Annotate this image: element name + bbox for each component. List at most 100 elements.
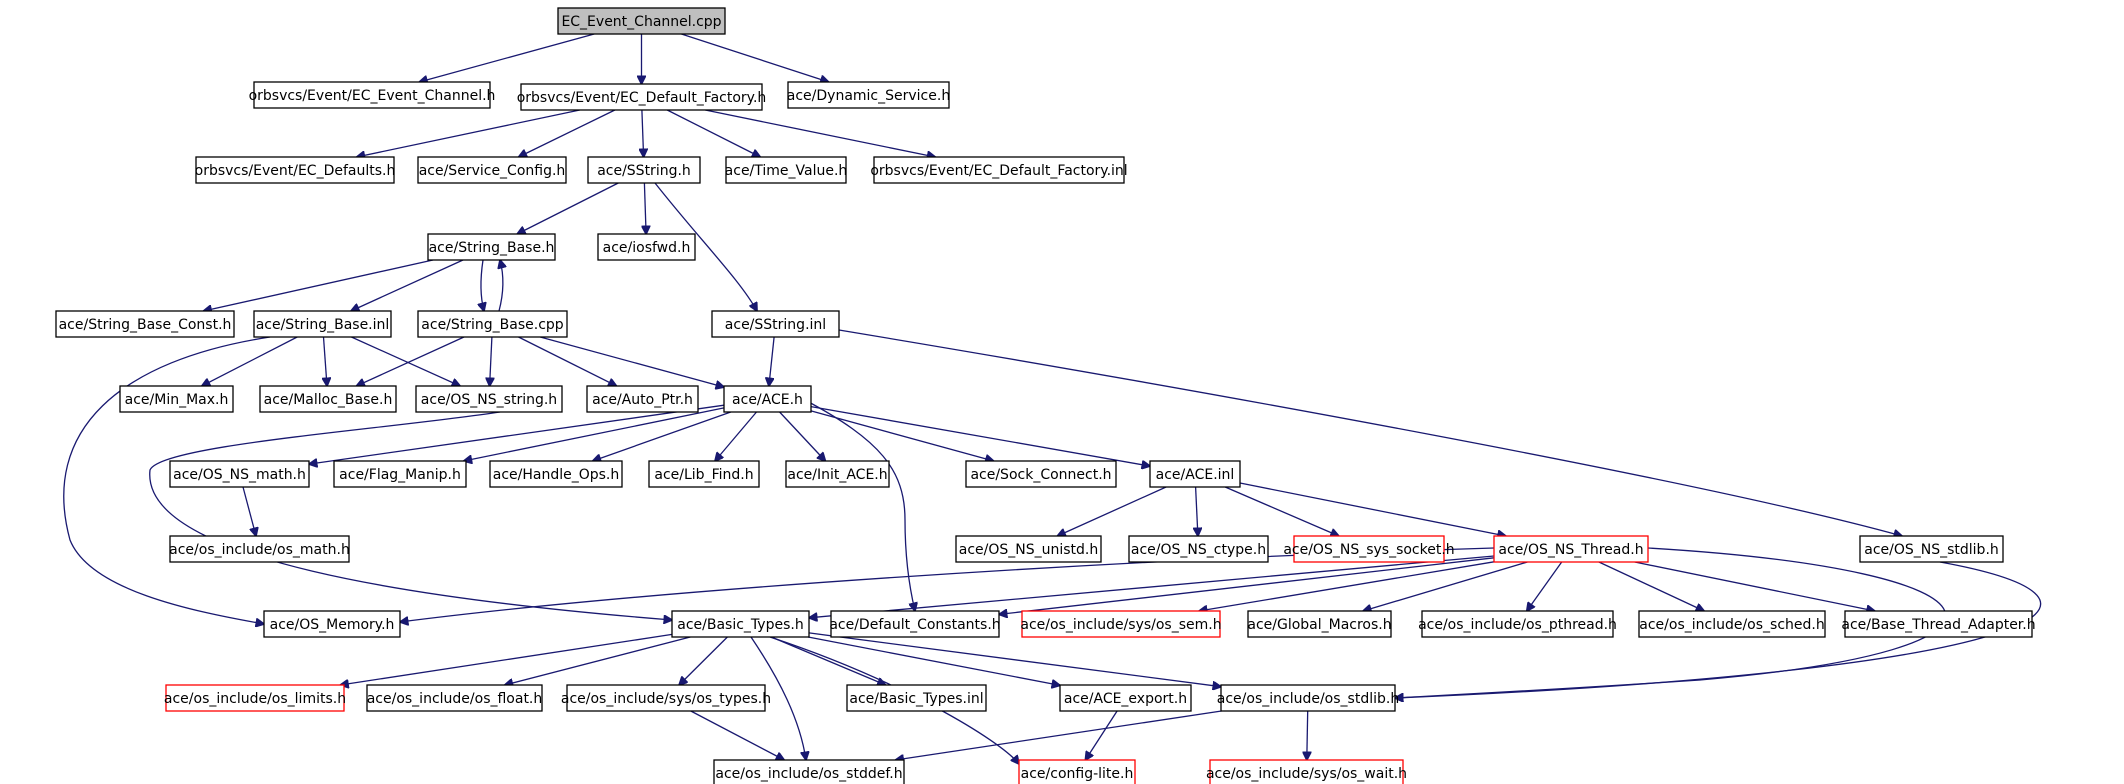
node-box	[711, 310, 840, 338]
node-oswait[interactable]: ace/os_include/sys/os_wait.h	[1206, 759, 1407, 784]
node-syssock[interactable]: ace/OS_NS_sys_socket.h	[1283, 535, 1455, 563]
node-ctype[interactable]: ace/OS_NS_ctype.h	[1128, 535, 1269, 563]
node-ecdf[interactable]: orbsvcs/Event/EC_Default_Factory.h	[517, 83, 767, 111]
node-autoptr[interactable]: ace/Auto_Ptr.h	[586, 385, 699, 413]
node-minmax[interactable]: ace/Min_Max.h	[119, 385, 234, 413]
node-box	[1293, 535, 1445, 563]
edge-thread-to-basic	[809, 555, 1495, 618]
node-osmath[interactable]: ace/os_include/os_math.h	[169, 535, 350, 563]
node-configlite[interactable]: ace/config-lite.h	[1018, 759, 1136, 784]
node-float[interactable]: ace/os_include/os_float.h	[366, 684, 543, 712]
node-box	[713, 759, 905, 784]
node-sock[interactable]: ace/Sock_Connect.h	[965, 460, 1117, 488]
node-box	[873, 156, 1125, 184]
node-btinl[interactable]: ace/Basic_Types.inl	[846, 684, 987, 712]
node-box	[557, 7, 726, 35]
node-unistd[interactable]: ace/OS_NS_unistd.h	[955, 535, 1102, 563]
node-limits[interactable]: ace/os_include/os_limits.h	[164, 684, 346, 712]
node-label: ace/os_include/sys/os_wait.h	[1206, 766, 1407, 782]
node-sbconst[interactable]: ace/String_Base_Const.h	[55, 310, 235, 338]
node-sstrinl[interactable]: ace/SString.inl	[711, 310, 840, 338]
node-pthread[interactable]: ace/os_include/os_pthread.h	[1418, 610, 1617, 638]
node-initace[interactable]: ace/Init_ACE.h	[785, 460, 890, 488]
node-systypes[interactable]: ace/os_include/sys/os_types.h	[561, 684, 771, 712]
node-box	[1844, 610, 2033, 638]
edge-aceinl-to-thread	[1239, 482, 1506, 536]
edge-sstr-to-sstrinl	[654, 182, 757, 311]
node-sbinl[interactable]: ace/String_Base.inl	[253, 310, 392, 338]
edge-thread-to-osstdlib	[1395, 547, 1947, 698]
node-osnsstr[interactable]: ace/OS_NS_string.h	[415, 385, 563, 413]
edge-sb-to-sbconst	[204, 259, 434, 311]
node-sbcpp[interactable]: ace/String_Base.cpp	[417, 310, 568, 338]
node-label: ace/Sock_Connect.h	[970, 467, 1111, 483]
node-osstdlib[interactable]: ace/os_include/os_stdlib.h	[1217, 684, 1399, 712]
node-label: ace/Global_Macros.h	[1247, 617, 1391, 633]
edge-basic-to-stddef	[750, 636, 806, 760]
node-label: ace/OS_NS_Thread.h	[1498, 542, 1643, 558]
edge-aceinl-to-unistd	[1057, 486, 1167, 536]
node-ossem[interactable]: ace/os_include/sys/os_sem.h	[1020, 610, 1222, 638]
node-label: ace/OS_NS_unistd.h	[959, 542, 1099, 558]
node-label: ace/os_include/os_limits.h	[164, 691, 346, 707]
node-dyn[interactable]: ace/Dynamic_Service.h	[787, 81, 950, 109]
edge-sstrinl-to-ace	[769, 336, 775, 386]
node-label: ace/ACE_export.h	[1064, 691, 1187, 707]
node-defconst[interactable]: ace/Default_Constants.h	[829, 610, 1001, 638]
node-iosfwd[interactable]: ace/iosfwd.h	[597, 233, 696, 261]
node-ace[interactable]: ace/ACE.h	[723, 385, 812, 413]
node-box	[1247, 610, 1392, 638]
node-osmem[interactable]: ace/OS_Memory.h	[263, 610, 401, 638]
node-basic[interactable]: ace/Basic_Types.h	[671, 610, 810, 638]
node-stddef[interactable]: ace/os_include/os_stddef.h	[713, 759, 905, 784]
edge-basic-to-btinl	[771, 636, 885, 685]
node-ecdfinl[interactable]: orbsvcs/Event/EC_Default_Factory.inl	[870, 156, 1128, 184]
node-export[interactable]: ace/ACE_export.h	[1059, 684, 1192, 712]
node-label: ace/os_include/os_math.h	[169, 542, 350, 558]
node-nsstdlib[interactable]: ace/OS_NS_stdlib.h	[1859, 535, 2004, 563]
edge-ace-to-initace	[779, 411, 826, 461]
edge-ecdf-to-ecdfinl	[705, 109, 935, 157]
node-globmac[interactable]: ace/Global_Macros.h	[1247, 610, 1392, 638]
node-svc[interactable]: ace/Service_Config.h	[417, 156, 567, 184]
node-aceinl[interactable]: ace/ACE.inl	[1149, 460, 1241, 488]
edge-ace-to-handle	[593, 411, 732, 461]
node-label: ace/OS_NS_stdlib.h	[1864, 542, 1999, 558]
edge-ecdf-to-svc	[519, 109, 616, 157]
node-box	[597, 233, 696, 261]
edge-sbcpp-to-ace	[540, 336, 724, 387]
node-sched[interactable]: ace/os_include/os_sched.h	[1638, 610, 1826, 638]
node-label: ace/os_include/os_pthread.h	[1418, 617, 1617, 633]
node-label: ace/Handle_Ops.h	[493, 467, 620, 483]
node-root[interactable]: EC_Event_Channel.cpp	[557, 7, 726, 35]
node-ecdef[interactable]: orbsvcs/Event/EC_Defaults.h	[195, 156, 396, 184]
node-libfind[interactable]: ace/Lib_Find.h	[648, 460, 760, 488]
node-osnsmath[interactable]: ace/OS_NS_math.h	[169, 460, 310, 488]
edge-sbinl-to-malloc	[324, 336, 328, 386]
node-label: ace/OS_NS_ctype.h	[1131, 542, 1266, 558]
node-label: ace/Flag_Manip.h	[339, 467, 461, 483]
node-label: ace/Default_Constants.h	[829, 617, 1000, 633]
node-box	[1638, 610, 1826, 638]
node-label: ace/SString.inl	[725, 317, 826, 333]
node-flag[interactable]: ace/Flag_Manip.h	[333, 460, 467, 488]
node-sb[interactable]: ace/String_Base.h	[427, 233, 556, 261]
node-label: ace/os_include/os_float.h	[367, 691, 543, 707]
node-bta[interactable]: ace/Base_Thread_Adapter.h	[1841, 610, 2036, 638]
node-label: ace/Lib_Find.h	[654, 467, 753, 483]
node-ecch[interactable]: orbsvcs/Event/EC_Event_Channel.h	[249, 81, 496, 109]
node-tv[interactable]: ace/Time_Value.h	[725, 156, 848, 184]
node-handle[interactable]: ace/Handle_Ops.h	[489, 460, 623, 488]
node-thread[interactable]: ace/OS_NS_Thread.h	[1493, 535, 1649, 563]
edges-layer	[63, 33, 2042, 764]
node-malloc[interactable]: ace/Malloc_Base.h	[259, 385, 397, 413]
node-box	[253, 81, 491, 109]
node-box	[965, 460, 1117, 488]
node-sstr[interactable]: ace/SString.h	[587, 156, 701, 184]
edge-ace-to-flag	[464, 407, 725, 461]
node-box	[1220, 684, 1396, 712]
node-box	[119, 385, 234, 413]
edge-root-to-dyn	[681, 33, 828, 82]
node-box	[1149, 460, 1241, 488]
edge-ace-to-sock	[810, 410, 994, 461]
